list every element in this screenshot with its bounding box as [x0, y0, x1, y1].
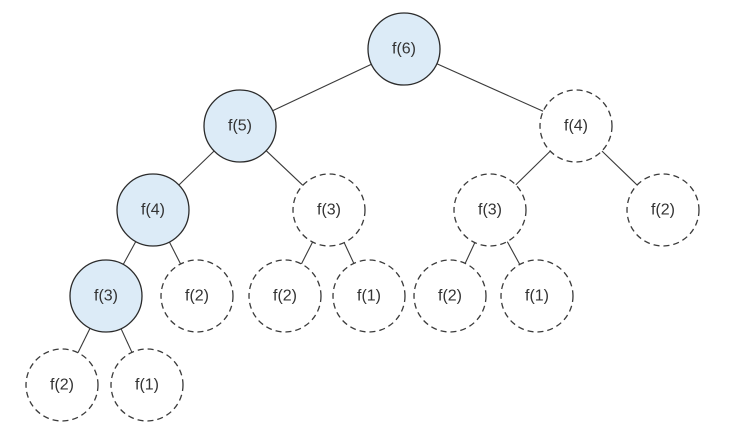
node-label: f(6)	[392, 41, 416, 58]
memoized-node-circle	[69, 259, 143, 333]
recomputed-node-circle	[453, 173, 527, 247]
recomputed-node-circle	[626, 173, 700, 247]
tree-node: f(4)	[116, 173, 190, 247]
nodes-layer: f(6) f(5) f(4) f(4) f(3) f(3) f(2) f(3) f(2) f(2)…	[25, 12, 700, 422]
tree-node: f(1)	[110, 348, 184, 422]
recomputed-node-circle	[292, 173, 366, 247]
edge-n4-n9	[168, 241, 182, 265]
node-label: f(2)	[651, 202, 675, 219]
node-label: f(4)	[141, 202, 165, 219]
edge-n4-n8	[122, 241, 137, 265]
edge-n5-n11	[343, 242, 355, 264]
edge-n8-n14	[77, 328, 91, 353]
tree-node: f(2)	[413, 259, 487, 333]
node-label: f(2)	[185, 288, 209, 305]
edge-n2-n4	[178, 150, 215, 186]
node-label: f(1)	[357, 288, 381, 305]
edge-n1-n3	[436, 63, 544, 112]
edge-n5-n10	[300, 241, 314, 265]
node-label: f(2)	[438, 288, 462, 305]
node-label: f(5)	[228, 118, 252, 135]
node-label: f(3)	[478, 202, 502, 219]
edge-n3-n7	[601, 150, 638, 186]
recomputed-node-circle	[413, 259, 487, 333]
tree-node: f(1)	[332, 259, 406, 333]
memoized-node-circle	[367, 12, 441, 86]
edges-layer	[77, 63, 638, 353]
tree-node: f(2)	[626, 173, 700, 247]
recomputed-node-circle	[110, 348, 184, 422]
tree-node: f(3)	[292, 173, 366, 247]
recomputed-node-circle	[160, 259, 234, 333]
edge-n6-n12	[464, 242, 476, 264]
node-label: f(3)	[317, 202, 341, 219]
tree-node: f(5)	[203, 89, 277, 163]
edge-n6-n13	[506, 241, 521, 265]
tree-node: f(3)	[69, 259, 143, 333]
memoized-node-circle	[116, 173, 190, 247]
recomputed-node-circle	[25, 348, 99, 422]
node-label: f(1)	[135, 377, 159, 394]
edge-n8-n15	[120, 328, 133, 353]
node-label: f(4)	[564, 118, 588, 135]
tree-node: f(4)	[539, 89, 613, 163]
memoized-node-circle	[203, 89, 277, 163]
edge-n2-n5	[265, 150, 304, 186]
node-label: f(2)	[50, 377, 74, 394]
edge-n3-n6	[515, 150, 551, 186]
tree-node: f(3)	[453, 173, 527, 247]
recomputed-node-circle	[248, 259, 322, 333]
tree-node: f(2)	[25, 348, 99, 422]
tree-node: f(6)	[367, 12, 441, 86]
recomputed-node-circle	[500, 259, 574, 333]
recomputed-node-circle	[332, 259, 406, 333]
tree-node: f(2)	[160, 259, 234, 333]
node-label: f(1)	[525, 288, 549, 305]
recomputed-node-circle	[539, 89, 613, 163]
node-label: f(2)	[273, 288, 297, 305]
tree-node: f(1)	[500, 259, 574, 333]
edge-n1-n2	[272, 63, 372, 112]
tree-node: f(2)	[248, 259, 322, 333]
node-label: f(3)	[94, 288, 118, 305]
